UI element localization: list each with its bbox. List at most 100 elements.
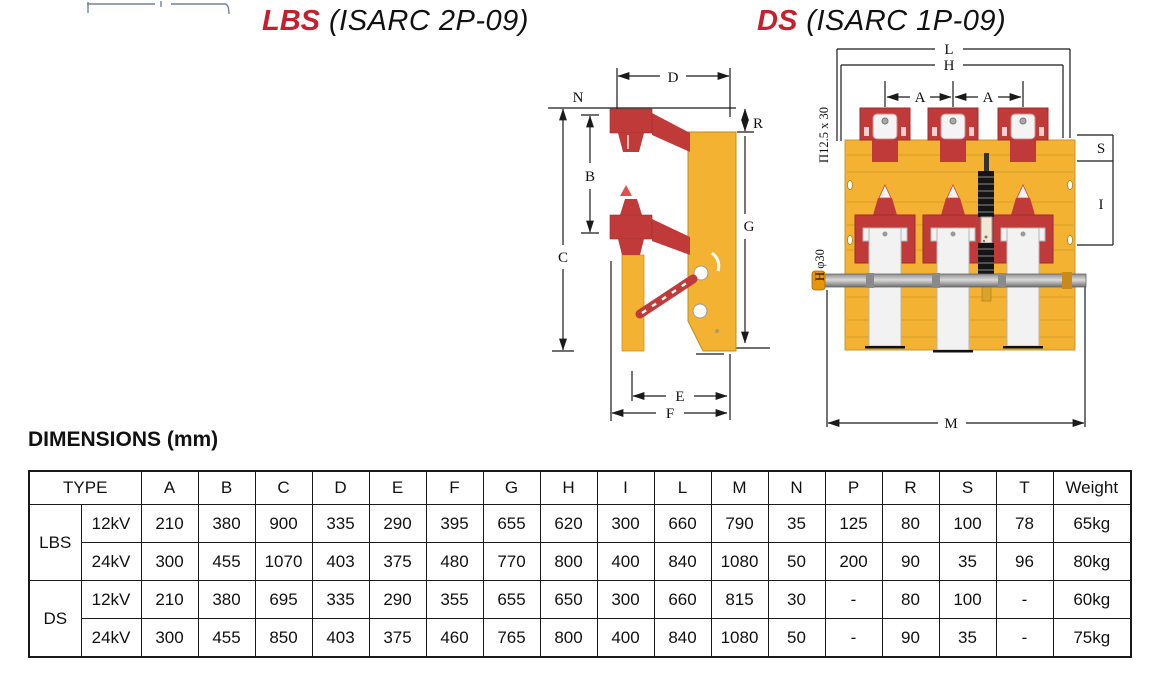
dimension-value-cell: 60kg [1052,580,1132,619]
dimension-value-cell: 900 [254,504,313,543]
lbs-insulators [609,108,690,255]
dimension-value-cell: 78 [995,504,1054,543]
ds-shaft-diameter-label: H φ30 [813,249,827,281]
dimension-value-cell: 695 [254,580,313,619]
dimension-value-cell: 815 [710,580,769,619]
dimension-value-cell: 96 [995,542,1054,581]
dimension-value-cell: 840 [653,618,712,658]
dimension-value-cell: 765 [482,618,541,658]
type-column-header: TYPE [28,470,142,505]
lbs-dim-label-c: C [558,250,568,266]
dimension-value-cell: - [824,580,883,619]
dimension-value-cell: 660 [653,580,712,619]
dimension-value-cell: 90 [881,618,940,658]
ds-dimension-labels: L H A A S I M Π12.5 x 30 H φ30 [813,42,1105,432]
ds-dim-label-i: I [1099,197,1104,213]
dim-column-header-b: B [197,470,256,505]
voltage-cell: 12kV [80,504,142,543]
dimension-value-cell: 335 [311,504,370,543]
dim-column-header-a: A [140,470,199,505]
dimension-value-cell: 335 [311,580,370,619]
lbs-dimension-labels: D N R B C G E F [558,70,763,422]
ds-dim-label-h: H [944,58,955,74]
dimension-value-cell: 290 [368,580,427,619]
dimension-value-cell: - [995,618,1054,658]
ds-lower-insulators [854,184,1054,353]
dim-column-header-i: I [596,470,655,505]
dimension-value-cell: 660 [653,504,712,543]
lbs-title-model: (ISARC 2P-09) [329,5,529,37]
ds-dim-label-l: L [944,42,953,58]
voltage-cell: 12kV [80,580,142,619]
dim-column-header-s: S [938,470,997,505]
dimension-value-cell: 655 [482,580,541,619]
ds-bushing-windows [864,113,1044,140]
dim-column-header-p: P [824,470,883,505]
lbs-dim-label-r: R [753,116,763,132]
lbs-dim-label-f: F [666,406,674,422]
ds-title-model: (ISARC 1P-09) [806,5,1007,37]
dimension-value-cell: 300 [140,618,199,658]
dim-column-header-l: L [653,470,712,505]
dim-column-header-m: M [710,470,769,505]
dimension-value-cell: 480 [425,542,484,581]
dimension-value-cell: 200 [824,542,883,581]
dimension-value-cell: 90 [881,542,940,581]
lbs-frame-holes [692,251,721,333]
dimension-value-cell: 403 [311,618,370,658]
dimension-value-cell: 30 [767,580,826,619]
dimension-value-cell: 210 [140,580,199,619]
ds-spring-mechanism [978,153,994,302]
dim-column-header-e: E [368,470,427,505]
ds-drive-shaft [811,270,1087,291]
dimension-value-cell: 80 [881,580,940,619]
ds-title-name: DS [757,5,798,37]
dim-column-header-t: T [995,470,1054,505]
dimension-value-cell: 1070 [254,542,313,581]
dimension-value-cell: 650 [539,580,598,619]
dim-column-header-g: G [482,470,541,505]
dimension-value-cell: 655 [482,504,541,543]
ds-dim-label-s: S [1097,141,1105,157]
dimension-value-cell: 355 [425,580,484,619]
dimension-value-cell: 65kg [1052,504,1132,543]
lbs-side-view-drawing: D N R B C G E F [548,68,770,422]
dimension-value-cell: 455 [197,542,256,581]
dimension-value-cell: 840 [653,542,712,581]
dim-column-header-c: C [254,470,313,505]
type-cell: LBS [28,504,82,581]
dimension-value-cell: 770 [482,542,541,581]
lbs-dim-label-n: N [573,90,584,106]
dim-column-header-d: D [311,470,370,505]
voltage-cell: 24kV [80,542,142,581]
ds-dim-label-a2: A [983,90,994,106]
dimension-value-cell: 403 [311,542,370,581]
lbs-dim-label-b: B [585,169,595,185]
dim-column-header-r: R [881,470,940,505]
dimension-value-cell: 125 [824,504,883,543]
lbs-figure-title: LBS(ISARC 2P-09) [262,4,529,38]
dimension-value-cell: 35 [938,618,997,658]
dim-column-header-n: N [767,470,826,505]
dimension-value-cell: 395 [425,504,484,543]
dimension-value-cell: 300 [596,580,655,619]
voltage-cell: 24kV [80,618,142,658]
ds-dimension-lines [826,48,1114,427]
dim-column-header-f: F [425,470,484,505]
dimension-value-cell: 35 [938,542,997,581]
dimension-value-cell: 80kg [1052,542,1132,581]
ds-dim-label-m: M [944,416,957,432]
dimension-value-cell: 455 [197,618,256,658]
dimension-value-cell: 1080 [710,542,769,581]
ds-figure-title: DS(ISARC 1P-09) [757,4,1006,38]
dimension-value-cell: 210 [140,504,199,543]
ds-dim-label-a1: A [915,90,926,106]
lbs-frame-column [621,131,737,352]
lbs-dim-label-d: D [668,70,679,86]
ds-channel-size-label: Π12.5 x 30 [817,107,831,163]
